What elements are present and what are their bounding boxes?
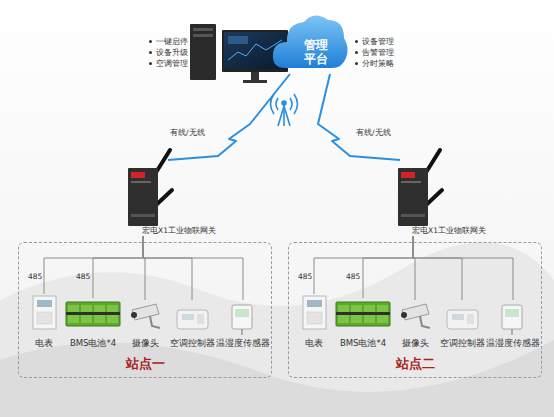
- tower-top: [282, 101, 286, 105]
- bus-wire: [363, 236, 413, 298]
- monitor-stand: [251, 72, 259, 80]
- signal-arc: [290, 98, 292, 110]
- link-label: 485: [298, 272, 312, 281]
- node-label: 空调控制器: [436, 338, 488, 350]
- bus-wire: [143, 236, 243, 300]
- gateway-port: [131, 214, 155, 217]
- feature-bullet: 空调管理: [148, 58, 188, 69]
- feature-bullet: 分时策略: [354, 58, 394, 69]
- station-title: 站点一: [19, 355, 271, 373]
- meter-display: [37, 300, 52, 307]
- gateway-icon: [128, 150, 172, 226]
- device-node: BMS电池*4: [62, 298, 124, 350]
- camera-mount: [150, 316, 160, 328]
- node-label: 电表: [24, 338, 64, 350]
- node-label: 摄像头: [394, 338, 436, 350]
- link-label: 485: [28, 272, 42, 281]
- node-label: 宏电X1工业物联网关: [142, 226, 216, 236]
- tower-leg: [278, 106, 284, 126]
- device-icons: [33, 296, 252, 335]
- gateway-icon: [398, 150, 442, 226]
- node-label: 管理平台: [304, 38, 330, 66]
- battery-band: [66, 312, 120, 315]
- snow-hill: [0, 340, 554, 417]
- bus-wire: [413, 236, 513, 300]
- device-node: 温湿度传感器: [214, 300, 272, 350]
- camera-lens: [131, 312, 137, 318]
- station-title: 站点二: [289, 355, 541, 373]
- signal-arc: [294, 94, 298, 114]
- device-node: 摄像头: [394, 300, 436, 350]
- device-node: BMS电池*4: [332, 298, 394, 350]
- device-node: 电表: [24, 294, 64, 350]
- ac-display: [182, 314, 194, 320]
- screen-panel: [228, 36, 248, 44]
- feature-bullet: 告警管理: [354, 47, 394, 58]
- signal-arc: [276, 98, 278, 110]
- device-node: 空调控制器: [166, 300, 218, 350]
- sensor-screen: [235, 309, 249, 317]
- node-label: 电表: [294, 338, 334, 350]
- node-label: 宏电X1工业物联网关: [412, 226, 486, 236]
- node-label: BMS电池*4: [332, 338, 394, 350]
- node-label: 空调控制器: [166, 338, 218, 350]
- pc-tower: [190, 24, 216, 80]
- device-node: 摄像头: [124, 300, 166, 350]
- sensor-body: [232, 305, 252, 329]
- platform-cloud: 管理平台: [270, 8, 350, 74]
- camera-body: [132, 304, 159, 320]
- tower-leg: [284, 106, 290, 126]
- antenna-tower: [271, 94, 298, 126]
- feature-bullet: 设备升级: [148, 47, 188, 58]
- pc-bay: [193, 28, 213, 31]
- gateway-strip: [131, 181, 151, 183]
- node-label: BMS电池*4: [62, 338, 124, 350]
- meter-body: [33, 296, 56, 329]
- battery-pack: [66, 302, 120, 326]
- link-label: 有线/无线: [170, 128, 205, 138]
- pc-bay: [193, 34, 213, 37]
- link-label: 有线/无线: [356, 128, 391, 138]
- sensor-probe: [241, 329, 243, 335]
- station-group: 站点二 电表BMS电池*4摄像头空调控制器温湿度传感器: [288, 242, 542, 378]
- gateway-body: [128, 168, 158, 226]
- device-icons: [303, 296, 522, 335]
- meter-panel: [37, 312, 52, 324]
- feature-bullet: 一键启停: [148, 36, 188, 47]
- device-node: 温湿度传感器: [484, 300, 542, 350]
- ac-buttons: [197, 314, 204, 324]
- link-label: 485: [346, 272, 360, 281]
- bus-wire: [93, 236, 143, 298]
- station-group: 站点一 电表BMS电池*4摄像头空调控制器温湿度传感器: [18, 242, 272, 378]
- wireless-link: [318, 74, 400, 160]
- wireless-link: [168, 74, 290, 160]
- gateway-node: 宏电X1工业物联网关: [398, 160, 498, 236]
- snow-hill: [0, 242, 554, 417]
- cloud-outline: [273, 15, 348, 68]
- link-label: 485: [76, 272, 90, 281]
- gateway-badge: [131, 172, 145, 178]
- gateway-node: 宏电X1工业物联网关: [128, 160, 228, 236]
- bus-wire: [413, 236, 462, 300]
- node-label: 温湿度传感器: [484, 338, 542, 350]
- device-node: 电表: [294, 294, 334, 350]
- node-label: 温湿度传感器: [214, 338, 272, 350]
- bus-wire: [143, 236, 192, 300]
- device-node: 空调控制器: [436, 300, 488, 350]
- ac-controller-body: [177, 310, 208, 329]
- monitor-base: [243, 80, 267, 83]
- feature-bullet: 设备管理: [354, 36, 394, 47]
- node-label: 摄像头: [124, 338, 166, 350]
